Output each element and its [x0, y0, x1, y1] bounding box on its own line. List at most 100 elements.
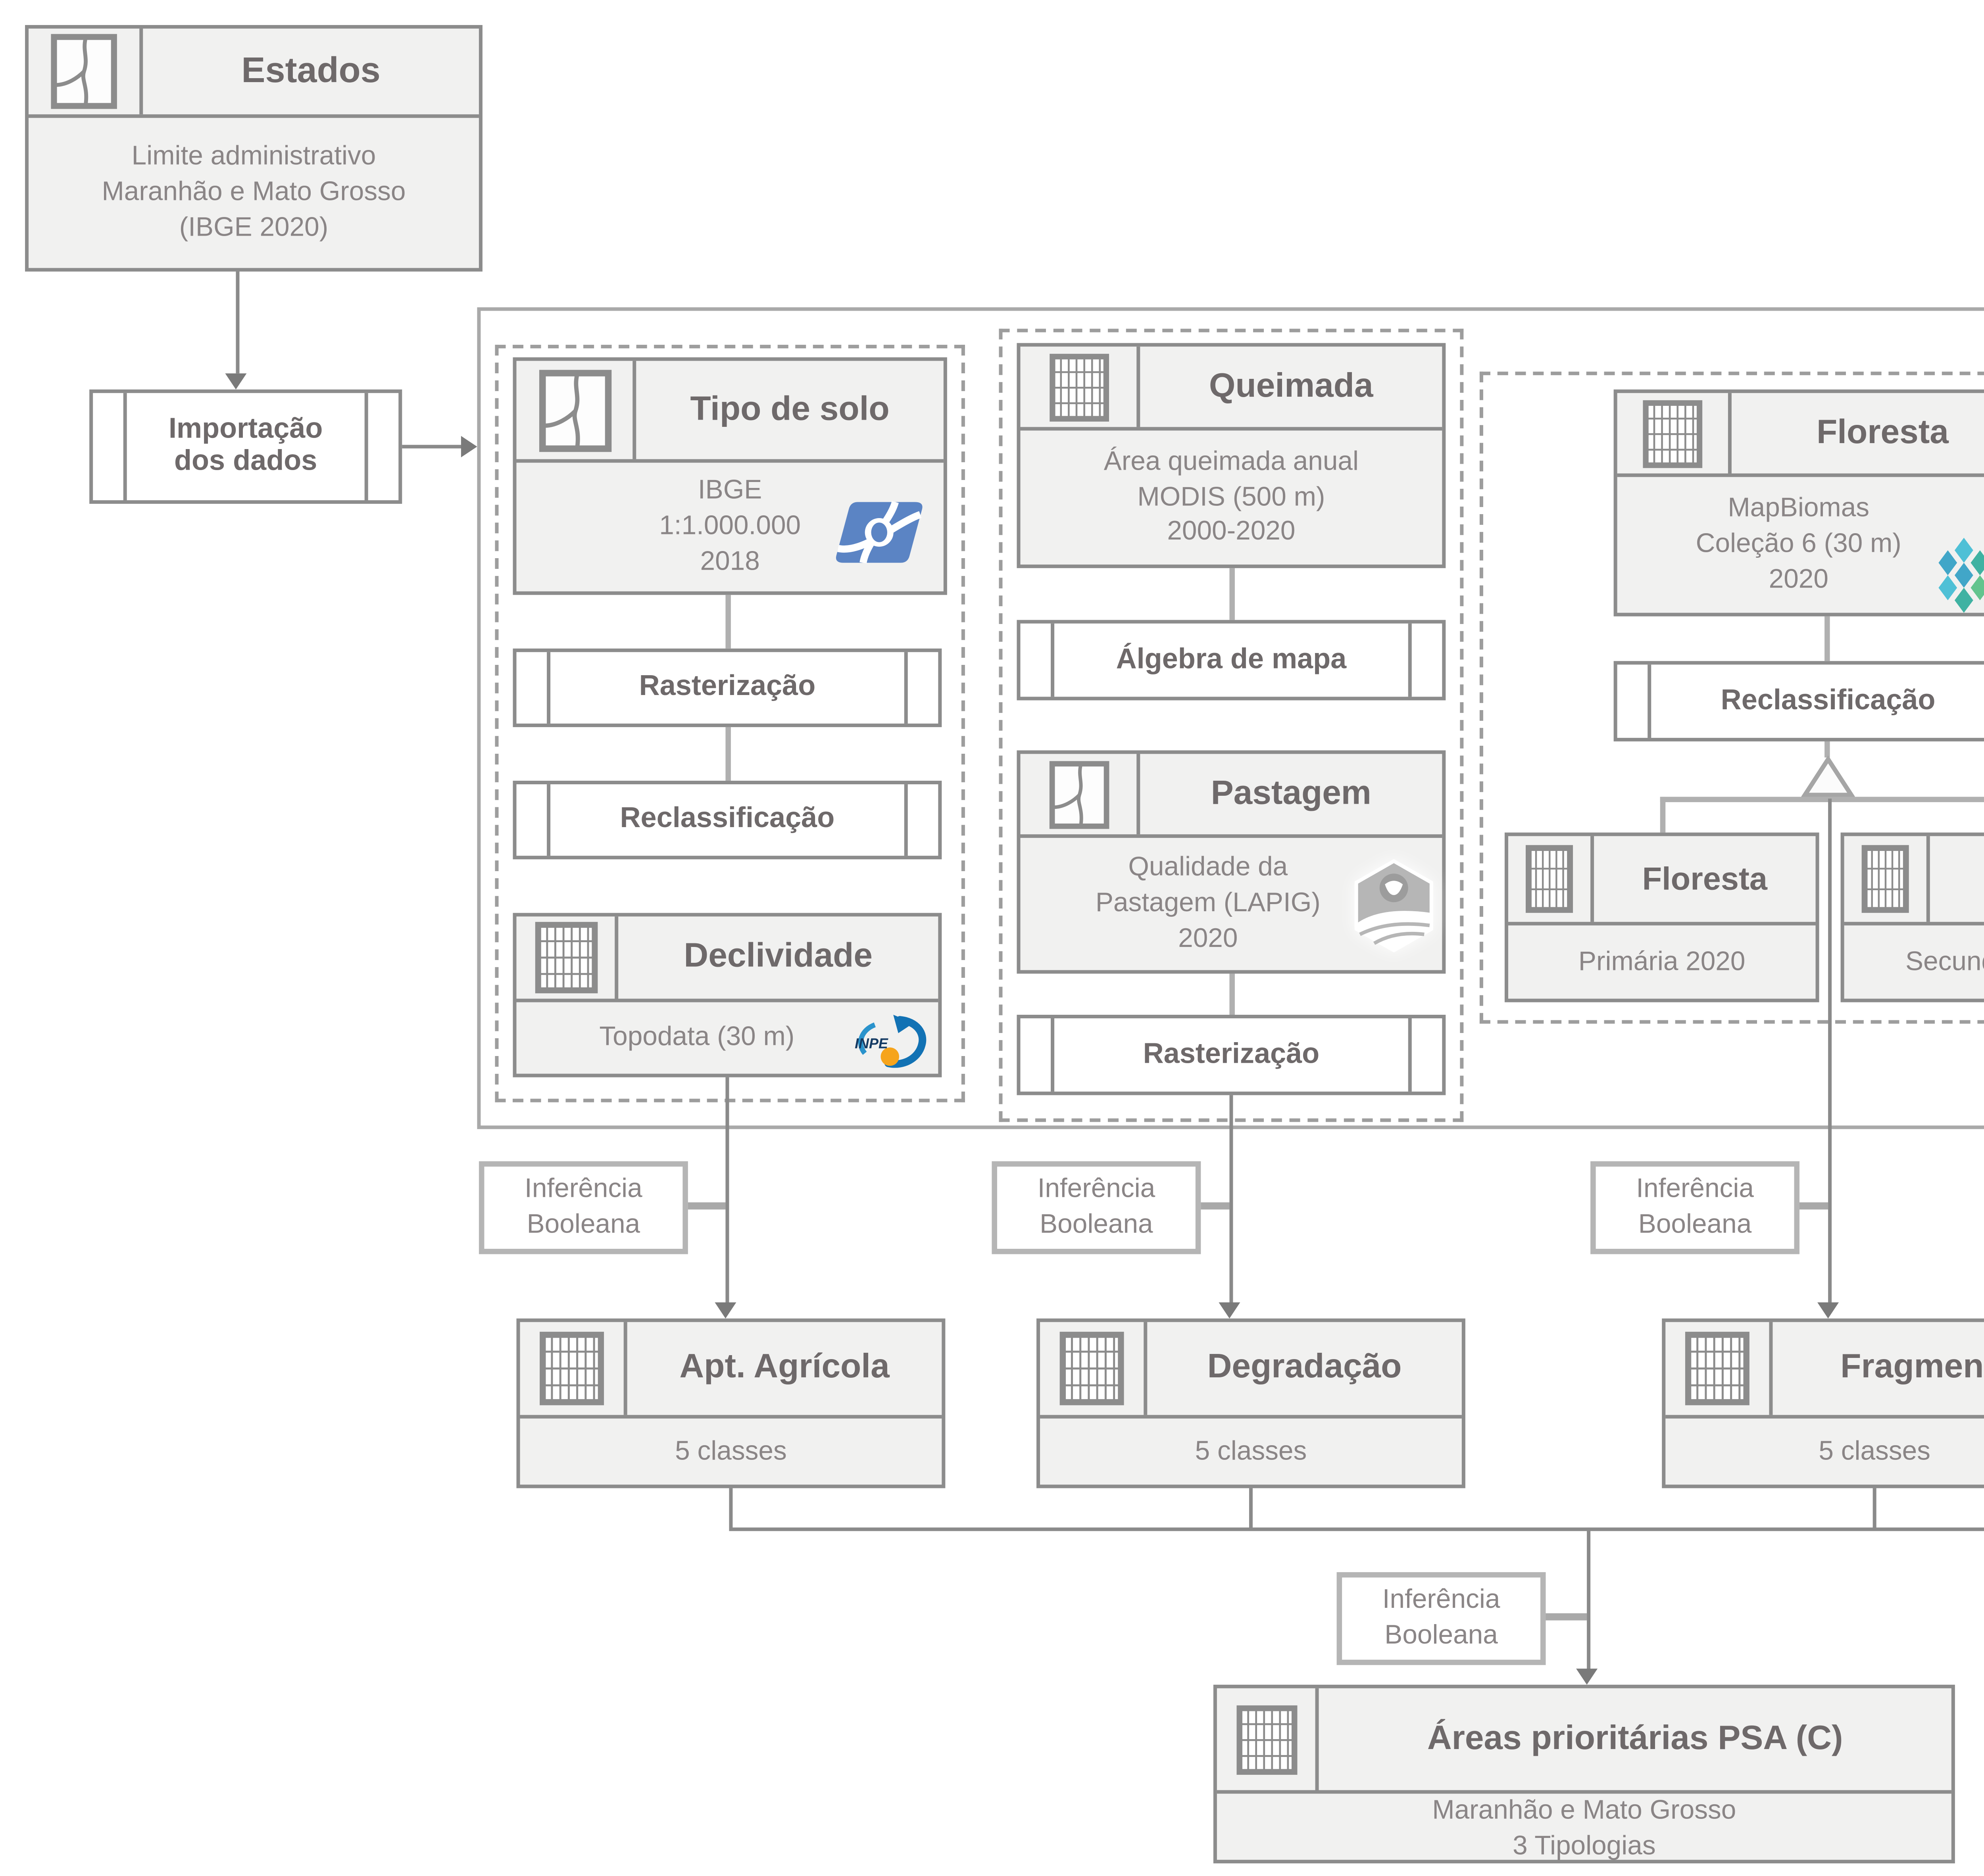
floresta-secundaria-box: Floresta Secundária 2020: [1840, 832, 1984, 1002]
inferencia-booleana-label: Inferência Booleana: [479, 1161, 688, 1254]
connector-line: [1824, 616, 1830, 661]
rasterizacao-label: Rasterização: [639, 672, 816, 702]
pastagem-box: Pastagem Qualidade da Pastagem (LAPIG) 2…: [1017, 750, 1446, 974]
queimada-box: Queimada Área queimada anual MODIS (500 …: [1017, 343, 1446, 568]
declividade-title: Declividade: [684, 938, 873, 975]
importacao-label: Importação dos dados: [169, 414, 323, 477]
hollow-triangle-connector: [1801, 755, 1855, 797]
arrow-down-icon: [715, 1302, 736, 1319]
raster-grid-icon: [1665, 1322, 1773, 1415]
arrow-right-icon: [461, 436, 477, 457]
lapig-badge: [1354, 859, 1433, 952]
connector-line: [725, 727, 731, 781]
connector-line: [1201, 1202, 1230, 1210]
reclassificacao-floresta-process: Reclassificação: [1613, 661, 1984, 741]
connector-line: [1799, 1202, 1828, 1210]
tipo-de-solo-box: Tipo de solo IBGE 1:1.000.000 2018: [513, 357, 947, 595]
inferencia-text: Inferência Booleana: [525, 1173, 642, 1240]
floresta-primaria-body: Primária 2020: [1578, 946, 1746, 977]
floresta-secundaria-title: Floresta: [1930, 836, 1984, 922]
raster-grid-icon: [1040, 1322, 1148, 1415]
floresta-title: Floresta: [1816, 413, 1949, 451]
algebra-de-mapa-process: Álgebra de mapa: [1017, 620, 1446, 701]
tipo-de-solo-title: Tipo de solo: [690, 390, 890, 428]
connector-line: [1229, 974, 1235, 1015]
fragmento-box: Fragmento 5 classes: [1662, 1318, 1984, 1488]
estados-box: Estados Limite administrativo Maranhão e…: [25, 25, 483, 272]
raster-grid-icon: [517, 916, 619, 999]
connector-line: [1587, 1527, 1590, 1671]
arrow-down-icon: [1817, 1302, 1839, 1319]
connector-line: [1660, 797, 1984, 803]
connector-line: [1824, 741, 1830, 758]
connector-line: [236, 271, 239, 374]
queimada-title: Queimada: [1209, 367, 1373, 405]
floresta-primaria-box: Floresta Primária 2020: [1504, 832, 1819, 1002]
connector-line: [1249, 1488, 1252, 1528]
inferencia-booleana-label: Inferência Booleana: [1336, 1572, 1546, 1665]
pastagem-title: Pastagem: [1211, 774, 1371, 812]
apt-agricola-body: 5 classes: [675, 1435, 787, 1466]
inferencia-text: Inferência Booleana: [1382, 1584, 1500, 1651]
areas-prioritarias-box: Áreas prioritárias PSA (C) Maranhão e Ma…: [1213, 1684, 1955, 1864]
arrow-down-icon: [1576, 1669, 1598, 1685]
apt-agricola-box: Apt. Agrícola 5 classes: [516, 1318, 946, 1488]
raster-grid-icon: [1844, 836, 1930, 922]
connector-line: [402, 445, 463, 448]
apt-agricola-title: Apt. Agrícola: [679, 1349, 890, 1386]
soil-type-group: [495, 345, 965, 1102]
degradacao-box: Degradação 5 classes: [1036, 1318, 1465, 1488]
areas-prioritarias-title: Áreas prioritárias PSA (C): [1427, 1719, 1843, 1757]
queimada-body: Área queimada anual MODIS (500 m) 2000-2…: [1104, 446, 1359, 547]
raster-grid-icon: [1508, 836, 1594, 922]
raster-grid-icon: [1217, 1688, 1319, 1790]
arrow-down-icon: [1219, 1302, 1240, 1319]
vector-map-icon: [517, 361, 636, 459]
rasterizacao-pastagem-process: Rasterização: [1017, 1014, 1446, 1095]
inpe-logo: INPE: [855, 1014, 927, 1068]
connector-line: [1828, 799, 1831, 1303]
pastagem-body: Qualidade da Pastagem (LAPIG) 2020: [1095, 853, 1321, 954]
connector-line: [729, 1527, 1984, 1530]
degradacao-body: 5 classes: [1195, 1435, 1307, 1466]
connector-line: [1872, 1488, 1876, 1528]
degradacao-title: Degradação: [1207, 1349, 1402, 1386]
forest-group: [1479, 371, 1984, 1024]
connector-line: [1229, 568, 1235, 620]
floresta-box: Floresta MapBiomas Coleção 6 (30 m) 2020: [1613, 389, 1984, 616]
arrow-down-icon: [225, 373, 247, 390]
inferencia-booleana-label: Inferência Booleana: [1590, 1161, 1800, 1254]
reclassificacao-label: Reclassificação: [1721, 685, 1936, 716]
estados-title: Estados: [241, 51, 381, 90]
floresta-body: MapBiomas Coleção 6 (30 m) 2020: [1696, 493, 1901, 595]
rasterizacao-label: Rasterização: [1143, 1039, 1320, 1070]
fragmento-body: 5 classes: [1819, 1435, 1930, 1466]
ibge-logo: [836, 501, 923, 564]
estados-body: Limite administrativo Maranhão e Mato Gr…: [102, 142, 406, 243]
vector-map-icon: [1020, 754, 1140, 835]
raster-grid-icon: [1020, 346, 1140, 427]
raster-grid-icon: [520, 1322, 627, 1415]
floresta-secundaria-body: Secundária 2020: [1905, 946, 1984, 977]
connector-line: [725, 595, 731, 649]
declividade-box: Declividade Topodata (30 m) INPE: [513, 913, 942, 1077]
raster-grid-icon: [1617, 393, 1732, 474]
vector-map-icon: [29, 29, 143, 115]
mapbiomas-logo: [1938, 538, 1984, 613]
connector-line: [1229, 1095, 1232, 1303]
declividade-body: Topodata (30 m): [599, 1022, 795, 1052]
fragmento-title: Fragmento: [1840, 1349, 1984, 1386]
reclassificacao-solo-process: Reclassificação: [513, 781, 942, 860]
areas-prioritarias-body: Maranhão e Mato Grosso 3 Tipologias: [1432, 1795, 1736, 1861]
connector-line: [688, 1202, 726, 1210]
inferencia-text: Inferência Booleana: [1037, 1173, 1155, 1240]
inferencia-text: Inferência Booleana: [1636, 1173, 1754, 1240]
connector-line: [729, 1488, 732, 1528]
connector-line: [725, 1077, 729, 1304]
rasterizacao-solo-process: Rasterização: [513, 648, 942, 727]
importacao-process-box: Importação dos dados: [89, 389, 402, 504]
connector-line: [1546, 1613, 1587, 1621]
svg-text:INPE: INPE: [855, 1035, 888, 1051]
reclassificacao-label: Reclassificação: [620, 804, 835, 835]
